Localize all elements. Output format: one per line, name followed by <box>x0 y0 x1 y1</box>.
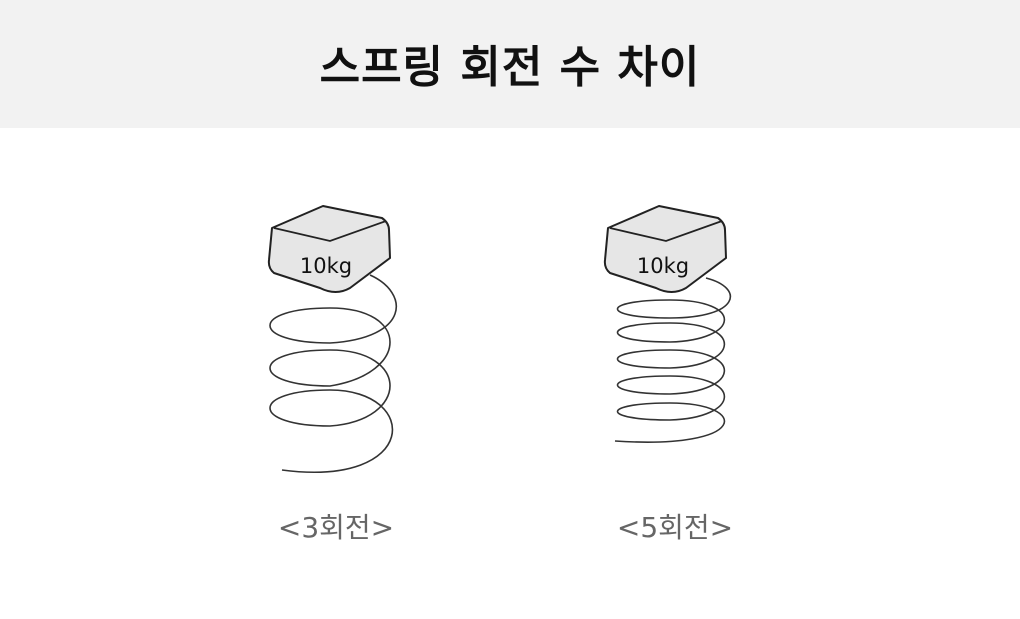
weight-label-left: 10kg <box>300 254 352 278</box>
spring-coil-right <box>614 277 732 443</box>
weight-block-right <box>603 205 727 293</box>
spring-comparison-diagram: 10kg 10kg <3회전> <5회전> <box>0 128 1020 619</box>
caption-3-turns: <3회전> <box>277 511 395 544</box>
weight-block-left <box>267 205 391 293</box>
spring-coil-left <box>269 274 398 473</box>
weight-left: 10kg <box>267 205 391 293</box>
weight-right: 10kg <box>603 205 727 293</box>
weight-label-right: 10kg <box>637 254 689 278</box>
spring-illustrations: 10kg 10kg <box>267 205 732 473</box>
header-banner: 스프링 회전 수 차이 <box>0 0 1020 128</box>
diagram-title: 스프링 회전 수 차이 <box>319 42 701 93</box>
spring-left: 10kg <box>267 205 398 473</box>
spring-right: 10kg <box>603 205 732 443</box>
caption-5-turns: <5회전> <box>616 511 734 544</box>
weight-top-edge-right <box>609 220 723 242</box>
weight-top-edge-left <box>273 220 387 242</box>
